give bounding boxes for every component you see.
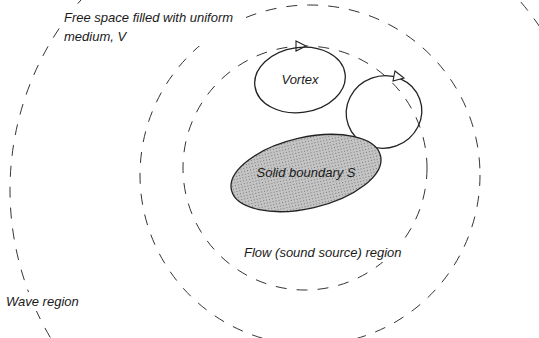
middle-wave-front [140, 5, 480, 338]
vortex-ellipse-shape [250, 41, 349, 118]
flow-region-boundary [183, 46, 427, 290]
node-label: Vortex [281, 72, 318, 88]
node-label: Solid boundary S [256, 165, 355, 181]
vortex-ellipse: Vortex [253, 46, 347, 114]
vortex-arrowhead [393, 71, 404, 81]
medium-label: Free space filled with uniform medium, V [62, 8, 246, 46]
vortex-arrowhead [296, 41, 306, 51]
solid-boundary-ellipse: Solid boundary S [228, 136, 384, 210]
node-text-group: Vortex [281, 72, 318, 88]
region-label: Wave region [4, 292, 81, 311]
solid-boundary-ellipse-shape [223, 121, 388, 225]
wave-region-boundary [10, 0, 539, 338]
node-text-group: Solid boundary S [256, 165, 355, 181]
region-label: Flow (sound source) region [242, 243, 404, 262]
